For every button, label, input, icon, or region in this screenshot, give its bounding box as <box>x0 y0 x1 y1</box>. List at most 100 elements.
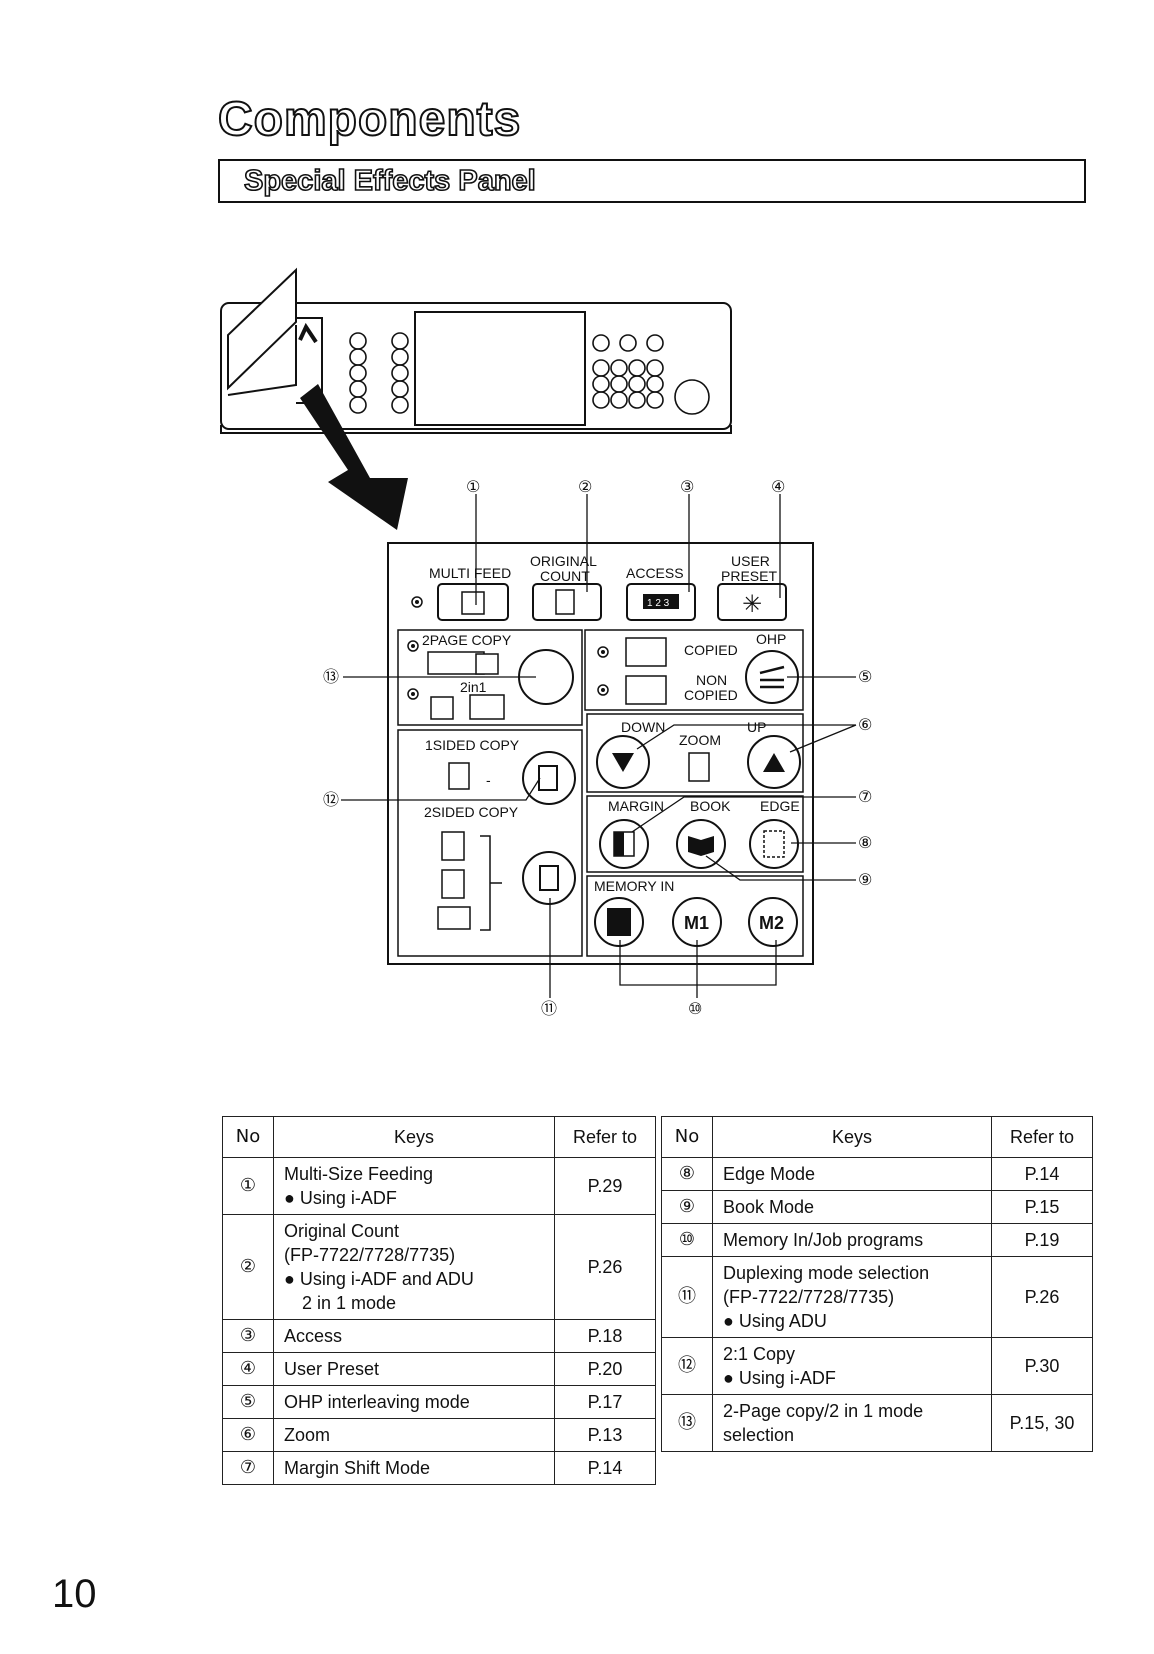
key-line: Multi-Size Feeding <box>284 1164 434 1184</box>
row-number: ④ <box>222 1352 274 1386</box>
row-keys: Book Mode <box>712 1190 992 1224</box>
memory-in-label: MEMORY IN <box>594 878 674 894</box>
key-line: ● Using i-ADF <box>284 1188 397 1208</box>
header-refer-to: Refer to <box>991 1116 1093 1158</box>
two-in-one-label: 2in1 <box>460 679 487 695</box>
callout-9: ⑨ <box>858 870 872 889</box>
key-line: Access <box>284 1326 343 1346</box>
row-number: ⑧ <box>661 1157 713 1191</box>
callout-8: ⑧ <box>858 833 872 852</box>
access-label: ACCESS <box>626 565 684 581</box>
row-number: ⑦ <box>222 1451 274 1485</box>
table-row: ⑨ Book Mode P.15 <box>661 1190 1093 1224</box>
table-row: ④ User Preset P.20 <box>222 1352 656 1386</box>
callout-3: ③ <box>680 477 694 496</box>
user-preset-button[interactable] <box>717 583 787 621</box>
row-number: ③ <box>222 1319 274 1353</box>
key-line: Book Mode <box>723 1197 815 1217</box>
row-number: ⑫ <box>661 1337 713 1395</box>
header-keys: Keys <box>273 1116 555 1158</box>
row-keys: OHP interleaving mode <box>273 1385 555 1419</box>
row-number: ⑬ <box>661 1394 713 1452</box>
key-line: ● Using i-ADF and ADU <box>284 1269 474 1289</box>
callout-4: ④ <box>771 477 785 496</box>
table-header-row: No Keys Refer to <box>222 1116 656 1158</box>
multi-feed-label: MULTI FEED <box>429 565 511 581</box>
key-line: OHP interleaving mode <box>284 1392 470 1412</box>
leader-lines <box>341 494 857 998</box>
control-panel: MULTI FEED ORIGINAL COUNT ACCESS USER PR… <box>387 542 814 965</box>
row-refer-to: P.30 <box>991 1337 1093 1395</box>
callout-2: ② <box>578 477 592 496</box>
row-refer-to: P.18 <box>554 1319 656 1353</box>
book-label: BOOK <box>690 798 731 814</box>
row-keys: Duplexing mode selection (FP-7722/7728/77… <box>712 1256 992 1338</box>
table-row: ③ Access P.18 <box>222 1319 656 1353</box>
down-label: DOWN <box>621 719 665 735</box>
key-line: Edge Mode <box>723 1164 816 1184</box>
row-keys: 2:1 Copy ● Using i-ADF <box>712 1337 992 1395</box>
row-refer-to: P.15 <box>991 1190 1093 1224</box>
row-refer-to: P.17 <box>554 1385 656 1419</box>
m2-button[interactable] <box>748 897 798 947</box>
callouts: ① ② ③ ④ ⑤ ⑥ ⑦ ⑧ ⑨ ⑩ ⑪ ⑫ ⑬ <box>323 477 872 1018</box>
key-line: 2 in 1 mode <box>302 1293 397 1313</box>
callout-11: ⑪ <box>541 999 557 1018</box>
multi-feed-button[interactable] <box>437 583 509 621</box>
keys-table-left: No Keys Refer to ① Multi-Size Feeding ● Us… <box>222 1116 656 1485</box>
user-preset-label-1: USER <box>731 553 770 569</box>
edge-label: EDGE <box>760 798 800 814</box>
key-line: 2:1 Copy <box>723 1344 796 1364</box>
row-keys: Memory In/Job programs <box>712 1223 992 1257</box>
header-keys: Keys <box>712 1116 992 1158</box>
key-line: (FP-7722/7728/7735) <box>723 1287 895 1307</box>
table-row: ⑤ OHP interleaving mode P.17 <box>222 1385 656 1419</box>
key-line: (FP-7722/7728/7735) <box>284 1245 456 1265</box>
key-line: Duplexing mode selection <box>723 1263 930 1283</box>
key-line: Original Count <box>284 1221 400 1241</box>
page-number: 10 <box>52 1572 97 1616</box>
key-line: User Preset <box>284 1359 380 1379</box>
callout-5: ⑤ <box>858 667 872 686</box>
user-preset-label-2: PRESET <box>721 568 777 584</box>
row-number: ① <box>222 1157 274 1215</box>
row-number: ⑤ <box>222 1385 274 1419</box>
key-line: Zoom <box>284 1425 331 1445</box>
access-display: 1 2 3 <box>647 598 670 609</box>
non-label: NON <box>696 672 727 688</box>
edge-button[interactable] <box>749 819 799 869</box>
original-count-label-1: ORIGINAL <box>530 553 597 569</box>
row-refer-to: P.20 <box>554 1352 656 1386</box>
key-line: Margin Shift Mode <box>284 1458 431 1478</box>
callout-7: ⑦ <box>858 787 872 806</box>
table-row: ⑦ Margin Shift Mode P.14 <box>222 1451 656 1485</box>
original-count-button[interactable] <box>532 583 602 621</box>
margin-label: MARGIN <box>608 798 664 814</box>
row-number: ⑩ <box>661 1223 713 1257</box>
row-refer-to: P.15, 30 <box>991 1394 1093 1452</box>
row-keys: Edge Mode <box>712 1157 992 1191</box>
row-refer-to: P.14 <box>554 1451 656 1485</box>
section-title: Special Effects Panel <box>243 164 536 198</box>
row-number: ⑨ <box>661 1190 713 1224</box>
non-copied-label: COPIED <box>684 687 738 703</box>
row-refer-to: P.26 <box>554 1214 656 1320</box>
callout-6: ⑥ <box>858 715 872 734</box>
key-line: ● Using i-ADF <box>723 1368 836 1388</box>
header-refer-to: Refer to <box>554 1116 656 1158</box>
m2-label: M2 <box>759 913 784 933</box>
key-line: ● Using ADU <box>723 1311 827 1331</box>
row-number: ② <box>222 1214 274 1320</box>
ohp-label: OHP <box>756 631 786 647</box>
m1-label: M1 <box>684 913 709 933</box>
callout-13: ⑬ <box>323 667 339 686</box>
row-keys: Access <box>273 1319 555 1353</box>
row-refer-to: P.26 <box>991 1256 1093 1338</box>
row-keys: User Preset <box>273 1352 555 1386</box>
